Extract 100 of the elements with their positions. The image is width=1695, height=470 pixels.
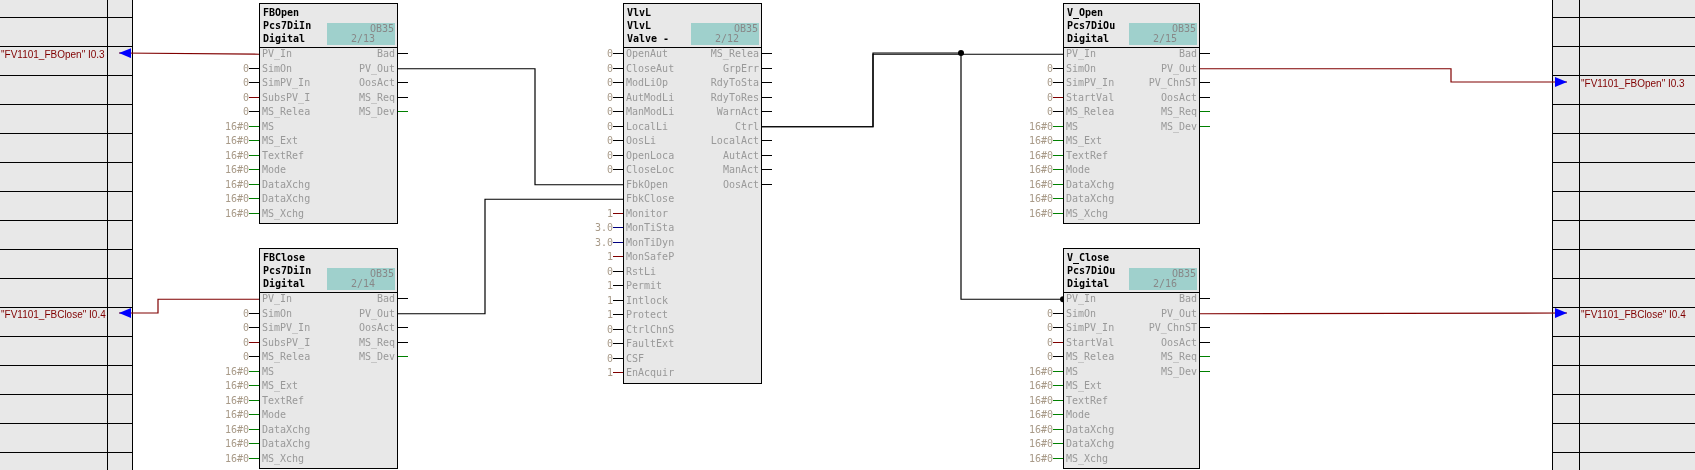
default-value: 0 [606, 163, 613, 178]
default-value: 0 [606, 134, 613, 149]
pin-label: PV_Out [358, 61, 395, 76]
default-value: 16#0 [1028, 437, 1053, 452]
pin-label: Monitor [626, 206, 669, 221]
default-value: 0 [242, 61, 249, 76]
block-name: FBClose [263, 252, 306, 264]
pin-label: MS [1066, 364, 1079, 379]
pin-label: TextRef [262, 393, 305, 408]
default-value: 16#0 [1028, 148, 1053, 163]
task-label: OB35 [733, 23, 758, 34]
pin-label: RdyToSta [710, 76, 759, 90]
pin-label: DataXchg [262, 437, 311, 451]
connection-line [118, 298, 260, 318]
pin-label: MS_Ext [1066, 134, 1103, 148]
pin-label: SimPV_In [262, 76, 311, 90]
connection-line [397, 198, 624, 315]
default-value: 0 [242, 90, 249, 105]
default-value: 16#0 [1028, 163, 1053, 178]
default-value: 16#0 [224, 364, 249, 379]
connection-line [397, 68, 624, 186]
default-value: 0 [606, 47, 613, 62]
pin-label: PV_Out [1160, 306, 1197, 321]
pin-label: TextRef [1066, 148, 1109, 163]
pin-label: Bad [1178, 47, 1197, 61]
pin-label: MS_Relea [262, 105, 311, 119]
pin-label: CSF [626, 351, 645, 366]
default-value: 0 [242, 306, 249, 321]
connection-line [761, 52, 1066, 303]
signal-label: "FV1101_FBOpen" I0.3 [1, 48, 119, 62]
pin-label: StartVal [1066, 335, 1115, 350]
pin-label: AutModLi [626, 90, 675, 105]
pin-label: MS_Relea [1066, 105, 1115, 119]
default-value: 0 [606, 76, 613, 91]
default-value: 1 [606, 250, 613, 265]
default-value: 16#0 [224, 163, 249, 178]
block-comment: Digital [1067, 278, 1110, 290]
pin-label: SimOn [262, 61, 293, 76]
default-value: 16#0 [1028, 451, 1053, 466]
default-value: 16#0 [224, 451, 249, 466]
pin-label: Intlock [626, 293, 669, 308]
pin-label: AutAct [722, 148, 759, 163]
block-comment: Digital [263, 33, 306, 45]
pin-label: MS [1066, 119, 1079, 134]
block-name: FBOpen [263, 7, 300, 19]
default-value: 16#0 [224, 408, 249, 423]
default-value: 0 [242, 350, 249, 365]
pin-label: OosAct [1160, 90, 1197, 105]
default-value: 0 [1046, 90, 1053, 105]
pin-label: StartVal [1066, 90, 1115, 105]
pin-label: OosAct [358, 321, 395, 335]
pin-label: PV_In [262, 292, 293, 306]
pin-label: PV_In [1066, 292, 1097, 306]
pin-label: Mode [262, 163, 287, 177]
pin-label: OosAct [358, 76, 395, 90]
pin-label: MonSafeP [626, 250, 675, 264]
pin-label: MS_Req [1160, 350, 1197, 364]
default-value: 16#0 [224, 134, 249, 149]
pin-label: MS [262, 119, 275, 134]
default-value: 0 [1046, 350, 1053, 365]
signal-label: "FV1101_FBOpen" I0.3 [1567, 77, 1694, 91]
default-value: 16#0 [1028, 134, 1053, 149]
pin-label: PV_Out [358, 306, 395, 321]
pin-label: PV_ChnST [1148, 76, 1197, 90]
pin-label: ManAct [722, 163, 759, 177]
pin-label: MS_Xchg [262, 206, 305, 221]
task-label: OB35 [369, 23, 394, 34]
default-value: 3.0 [594, 221, 613, 236]
pin-label: MonTiSta [626, 221, 675, 235]
default-value: 0 [606, 337, 613, 352]
pin-label: MS [262, 364, 275, 379]
pin-label: MS_Ext [262, 379, 299, 393]
default-value: 16#0 [1028, 422, 1053, 437]
pin-label: MS_Ext [262, 134, 299, 148]
pin-label: MonTiDyn [626, 235, 675, 250]
pin-label: SimPV_In [262, 321, 311, 335]
pin-label: MS_Dev [1160, 364, 1197, 379]
pin-label: WarnAct [716, 105, 759, 119]
sequence-label: 2/12 [715, 33, 740, 44]
default-value: 0 [606, 61, 613, 76]
default-value: 3.0 [594, 235, 613, 250]
default-value: 16#0 [224, 422, 249, 437]
block-type: Pcs7DiIn [263, 265, 312, 277]
pin-label: OosLi [626, 134, 657, 148]
pin-label: DataXchg [1066, 422, 1115, 437]
default-value: 0 [242, 335, 249, 350]
pin-label: LocalLi [626, 119, 669, 134]
default-value: 0 [1046, 321, 1053, 336]
pin-label: LocalAct [710, 134, 759, 148]
default-value: 16#0 [1028, 379, 1053, 394]
default-value: 16#0 [224, 393, 249, 408]
pin-label: TextRef [262, 148, 305, 163]
pin-label: Mode [262, 408, 287, 422]
pin-label: DataXchg [262, 192, 311, 206]
pin-label: SimOn [1066, 61, 1097, 76]
default-value: 1 [606, 308, 613, 323]
default-value: 16#0 [224, 177, 249, 192]
pin-label: MS_Req [358, 335, 395, 350]
pin-label: Bad [376, 47, 395, 61]
default-value: 16#0 [224, 379, 249, 394]
